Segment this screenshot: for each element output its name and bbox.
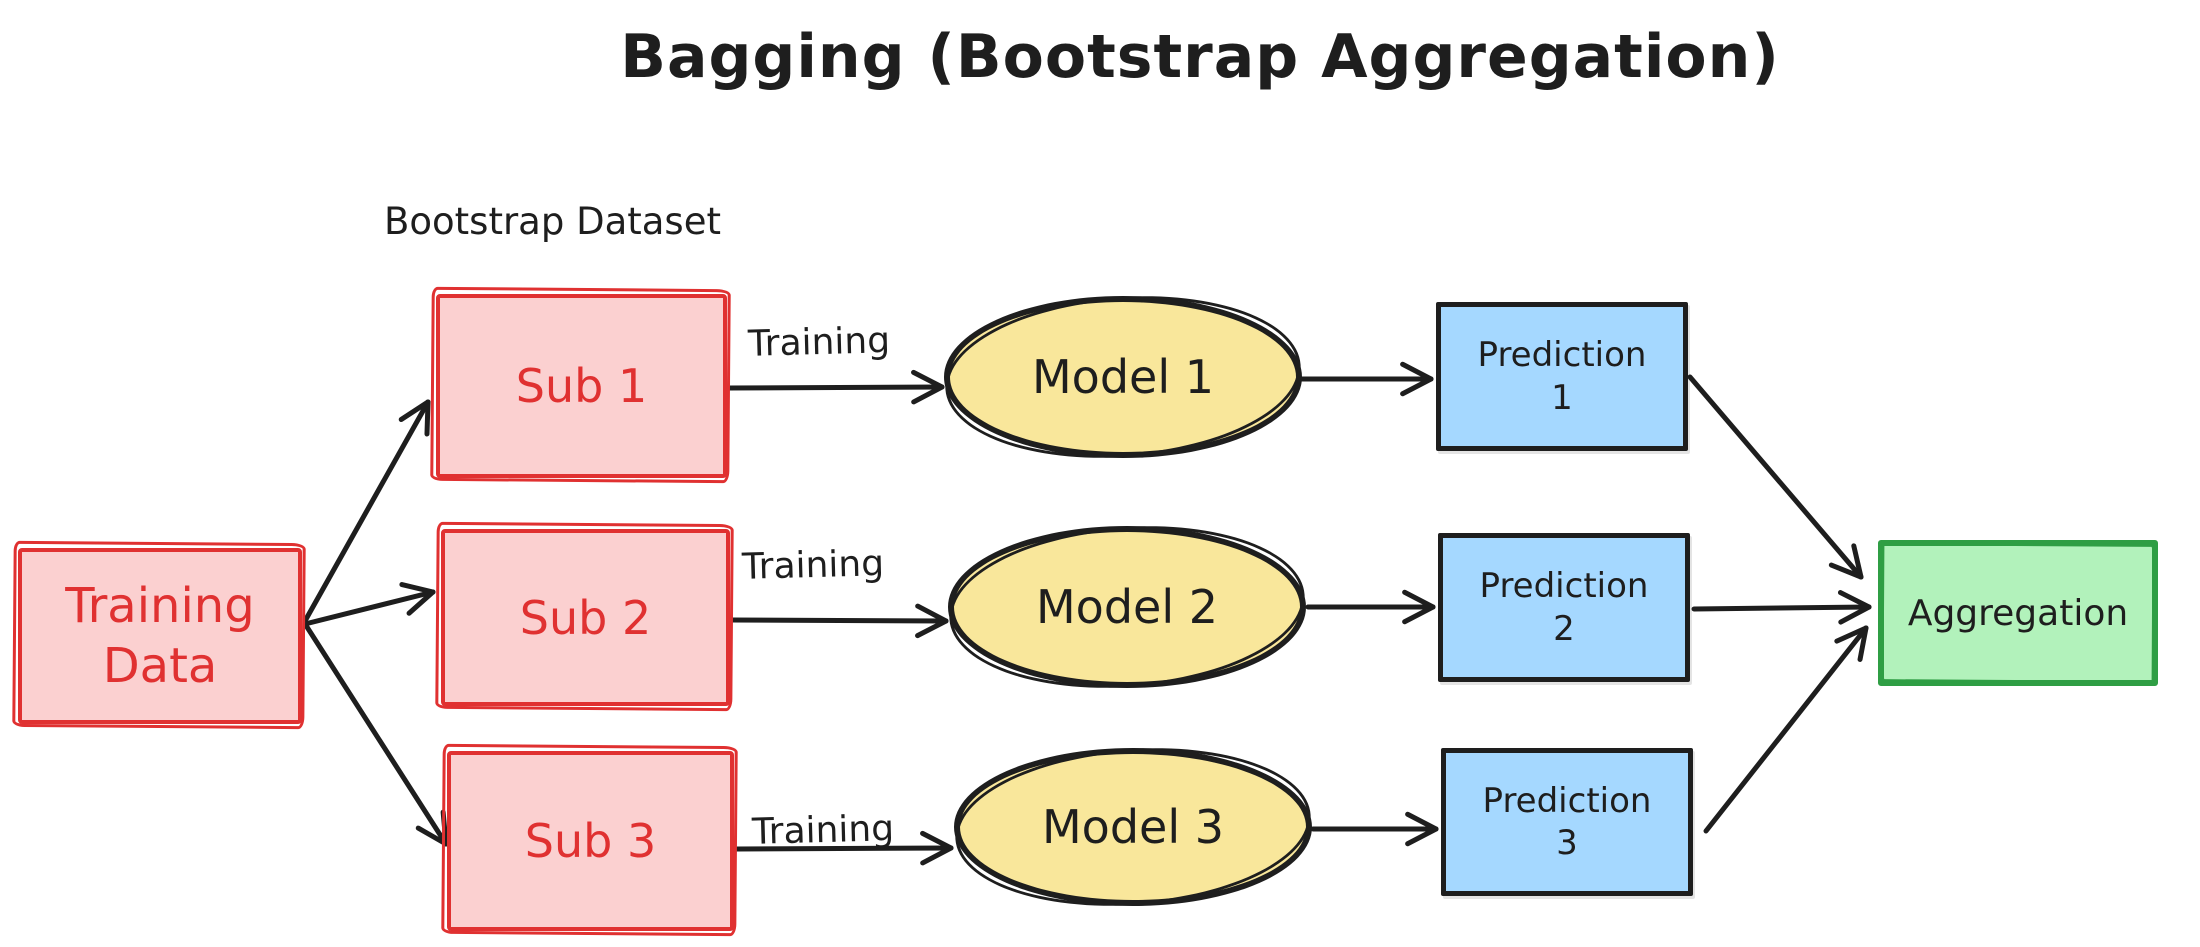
training-data-label: Training Data <box>65 578 255 694</box>
aggregation-node: Aggregation <box>1878 540 2158 686</box>
sub-2-label: Sub 2 <box>519 590 652 645</box>
arrow-training-data-to-sub-2 <box>302 582 436 627</box>
model-3-node: Model 3 <box>954 748 1312 906</box>
sub-1-label: Sub 1 <box>515 359 648 413</box>
prediction-1-label: Prediction 1 <box>1477 335 1647 418</box>
arrow-model-3-to-prediction-3 <box>1310 811 1439 847</box>
diagram-title: Bagging (Bootstrap Aggregation) <box>620 22 1780 92</box>
training-edge-label-1: Training <box>747 320 891 365</box>
aggregation-label: Aggregation <box>1907 592 2129 634</box>
sub-2-node: Sub 2 <box>441 529 730 706</box>
sub-3-node: Sub 3 <box>447 751 734 931</box>
arrow-sub-1-to-model-1 <box>725 369 945 405</box>
training-edge-label-3: Training <box>751 808 895 853</box>
model-3-label: Model 3 <box>1041 800 1224 854</box>
arrow-model-2-to-prediction-2 <box>1305 589 1436 625</box>
training-data-node: Training Data <box>18 548 302 724</box>
prediction-1-node: Prediction 1 <box>1436 302 1688 451</box>
model-2-node: Model 2 <box>948 526 1306 688</box>
arrow-sub-2-to-model-2 <box>728 603 949 639</box>
model-1-node: Model 1 <box>944 296 1302 458</box>
arrow-training-data-to-sub-3 <box>304 624 449 847</box>
prediction-2-node: Prediction 2 <box>1438 533 1690 682</box>
arrow-prediction-1-to-aggregation <box>1687 374 1864 580</box>
arrow-prediction-3-to-aggregation <box>1703 625 1869 834</box>
model-1-label: Model 1 <box>1031 350 1214 404</box>
model-2-label: Model 2 <box>1035 580 1218 634</box>
prediction-2-label: Prediction 2 <box>1479 566 1649 649</box>
prediction-3-label: Prediction 3 <box>1482 780 1652 864</box>
arrow-model-1-to-prediction-1 <box>1298 361 1434 397</box>
arrow-prediction-2-to-aggregation <box>1691 590 1872 625</box>
sub-3-label: Sub 3 <box>524 814 657 868</box>
prediction-3-node: Prediction 3 <box>1441 748 1693 896</box>
bootstrap-dataset-label: Bootstrap Dataset <box>384 200 721 243</box>
arrow-training-data-to-sub-1 <box>302 399 431 624</box>
training-edge-label-2: Training <box>741 543 885 588</box>
sub-1-node: Sub 1 <box>436 294 727 478</box>
